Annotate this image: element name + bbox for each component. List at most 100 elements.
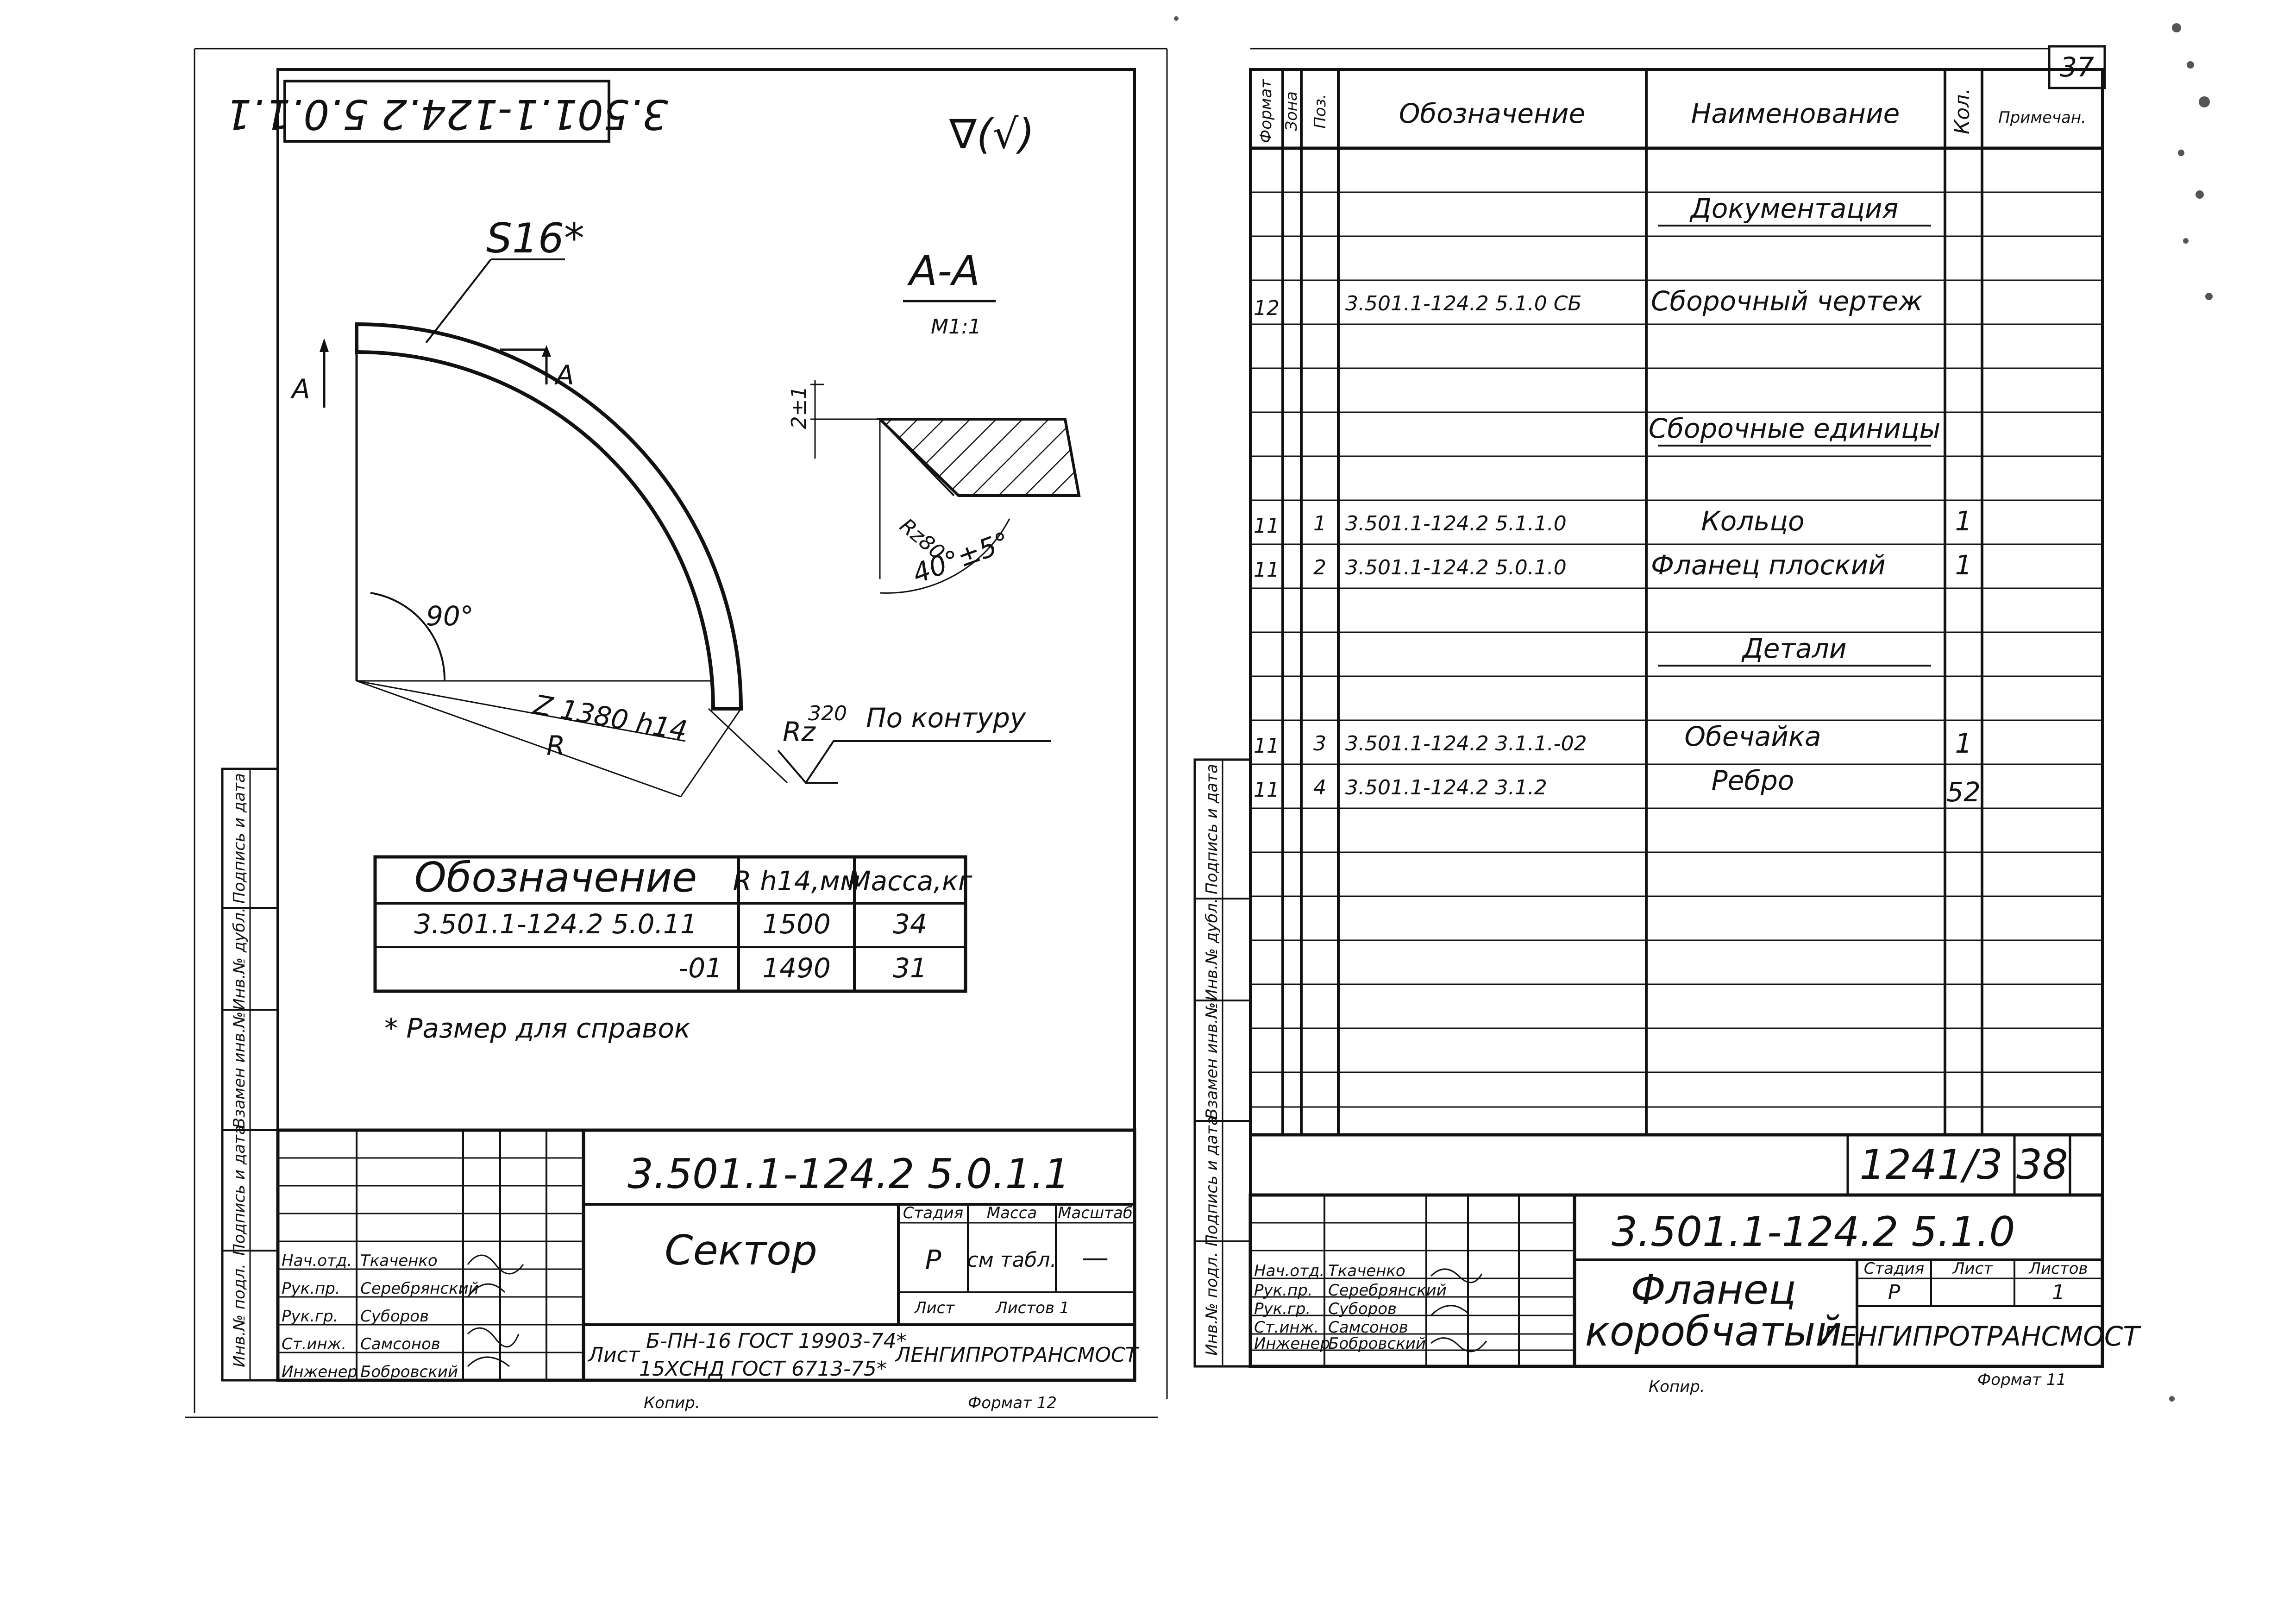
left-name-4: Самсонов [360, 1335, 440, 1353]
left-role-1: Нач.отд. [282, 1252, 352, 1270]
left-role-2: Рук.пр. [282, 1279, 340, 1298]
left-sheet-label: Лист [914, 1299, 955, 1317]
right-role-5: Инженер [1254, 1334, 1330, 1353]
spec-table: Формат Зона Поз. Обозначение Наименовани… [1250, 69, 2102, 1137]
page-number-box [2048, 45, 2106, 89]
right-copy-label: Копир. [1649, 1378, 1705, 1396]
left-title-designation: 3.501.1-124.2 5.0.1.1 [627, 1150, 1070, 1198]
table-row-2-radius: 1490 [762, 952, 831, 984]
left-header-mass: Масса [987, 1204, 1037, 1222]
right-sheet: Формат Зона Поз. Обозначение Наименовани… [1166, 48, 2141, 1399]
thickness-label: S16* [486, 214, 584, 262]
drawing-code: 1241/3 [1859, 1141, 2003, 1189]
spec-row-1-name: Документация [1689, 193, 1899, 224]
left-name-5: Бобровский [360, 1363, 458, 1381]
mass-table: Обозначение R h14,мм Масса,кг 3.501.1-12… [373, 854, 972, 993]
right-org: ЛЕНГИПРОТРАНСМОСТ [1819, 1321, 2141, 1352]
right-side-labels: Подпись и дата Инв.№ дубл. Взамен инв.№ … [1193, 758, 1252, 1368]
left-side-labels: Подпись и дата Инв.№ дубл. Взамен инв.№ … [221, 767, 279, 1382]
right-title-designation: 3.501.1-124.2 5.1.0 [1612, 1208, 2015, 1256]
spec-row-7-format: 11 [1254, 734, 1280, 758]
left-copy-label: Копир. [644, 1394, 700, 1412]
section-dim-top: 2±1 [787, 386, 811, 429]
spec-row-4-pos: 1 [1313, 512, 1326, 535]
left-sheet: 3.501.1-124.2 5.0.1.1 ∇(√) 90° Z 1380 h1… [185, 48, 1167, 1418]
left-name-1: Ткаченко [360, 1252, 438, 1270]
left-role-5: Инженер [282, 1363, 358, 1381]
roughness-rz: Rz [783, 716, 816, 748]
spec-row-7-name: Обечайка [1684, 721, 1821, 752]
left-side-label-3: Взамен инв.№ [230, 1012, 249, 1128]
spec-header-qty: Кол. [1951, 88, 1974, 134]
left-format-label: Формат 12 [968, 1394, 1057, 1412]
sheet-number: 38 [2016, 1141, 2068, 1189]
left-title-name: Сектор [665, 1227, 817, 1274]
section-label: A-A [907, 247, 980, 295]
table-header-radius: R h14,мм [733, 865, 860, 897]
roughness-value: 320 [808, 702, 847, 725]
left-stage: Р [925, 1244, 941, 1276]
spec-row-8-qty: 52 [1946, 776, 1981, 808]
view-label-left: A [290, 373, 310, 405]
left-side-label-5: Инв.№ подл. [230, 1264, 249, 1367]
spec-row-2-name: Сборочный чертеж [1651, 285, 1923, 317]
left-role-4: Ст.инж. [282, 1335, 346, 1353]
spec-row-8-pos: 4 [1313, 776, 1326, 799]
right-side-label-2: Инв.№ дубл. [1203, 898, 1221, 1001]
left-material-label: Лист [587, 1343, 640, 1367]
left-org: ЛЕНГИПРОТРАНСМОСТ [894, 1343, 1139, 1367]
spec-header-zone: Зона [1282, 91, 1301, 131]
spec-row-5-format: 11 [1254, 558, 1280, 582]
left-header-stage: Стадия [903, 1204, 963, 1222]
spec-row-2-format: 12 [1254, 296, 1280, 320]
radius-label: R [546, 730, 565, 761]
left-signatures [467, 1254, 524, 1367]
left-side-label-4: Подпись и дата [230, 1125, 249, 1256]
sector-arc [355, 322, 743, 711]
right-name-1: Ткаченко [1328, 1262, 1405, 1280]
spec-row-7-qty: 1 [1955, 728, 1972, 759]
right-side-label-5: Инв.№ подл. [1203, 1252, 1221, 1356]
spec-row-7-designation: 3.501.1-124.2 3.1.1.-02 [1345, 732, 1587, 755]
scan-noise [1174, 16, 2213, 1402]
spec-row-4-qty: 1 [1955, 505, 1972, 537]
right-role-1: Нач.отд. [1254, 1262, 1324, 1280]
left-mass: см табл. [967, 1248, 1056, 1272]
view-label-right: A [554, 359, 574, 391]
spec-row-2-designation: 3.501.1-124.2 5.1.0 СБ [1345, 292, 1582, 315]
table-row-1-designation: 3.501.1-124.2 5.0.11 [414, 908, 697, 940]
left-title-block: 3.501.1-124.2 5.0.1.1 Сектор Стадия Масс… [276, 1128, 1139, 1382]
left-side-label-1: Подпись и дата [230, 773, 249, 904]
roughness-text: По контуру [866, 702, 1026, 734]
page-number: 37 [2060, 51, 2094, 83]
right-name-2: Серебрянский [1328, 1281, 1447, 1300]
left-side-label-2: Инв.№ дубл. [230, 907, 249, 1010]
right-side-label-4: Подпись и дата [1203, 1116, 1221, 1246]
reference-note: * Размер для справок [384, 1013, 690, 1044]
right-title-name-2: коробчатый [1585, 1308, 1842, 1355]
table-header-mass: Масса,кг [848, 865, 972, 897]
rotated-designation: 3.501.1-124.2 5.0.1.1 [226, 90, 668, 138]
right-format-label: Формат 11 [1977, 1371, 2066, 1389]
right-stage: Р [1888, 1281, 1901, 1304]
spec-row-4-format: 11 [1254, 514, 1280, 538]
right-sheets: 1 [2052, 1281, 2065, 1304]
table-row-1-radius: 1500 [762, 908, 831, 940]
rotated-designation-box [283, 80, 610, 143]
spec-row-5-name: Фланец плоский [1651, 549, 1886, 581]
right-name-5: Бобровский [1328, 1334, 1426, 1353]
section-scale: M1:1 [931, 315, 981, 339]
right-header-sheets: Листов [2028, 1259, 2088, 1278]
table-row-2-mass: 31 [893, 952, 927, 984]
right-title-name-1: Фланец [1631, 1266, 1796, 1314]
spec-header-name: Наименование [1691, 98, 1900, 129]
right-role-2: Рук.пр. [1254, 1281, 1313, 1300]
spec-row-5-pos: 2 [1313, 556, 1326, 579]
right-side-label-1: Подпись и дата [1203, 764, 1221, 894]
angle-90: 90° [426, 600, 474, 632]
right-role-3: Рук.гр. [1254, 1300, 1311, 1318]
spec-row-4-name: Кольцо [1701, 505, 1805, 537]
right-side-label-3: Взамен инв.№ [1203, 1002, 1221, 1119]
right-title-block: 3.501.1-124.2 5.1.0 Фланец коробчатый Ст… [1248, 1193, 2141, 1368]
